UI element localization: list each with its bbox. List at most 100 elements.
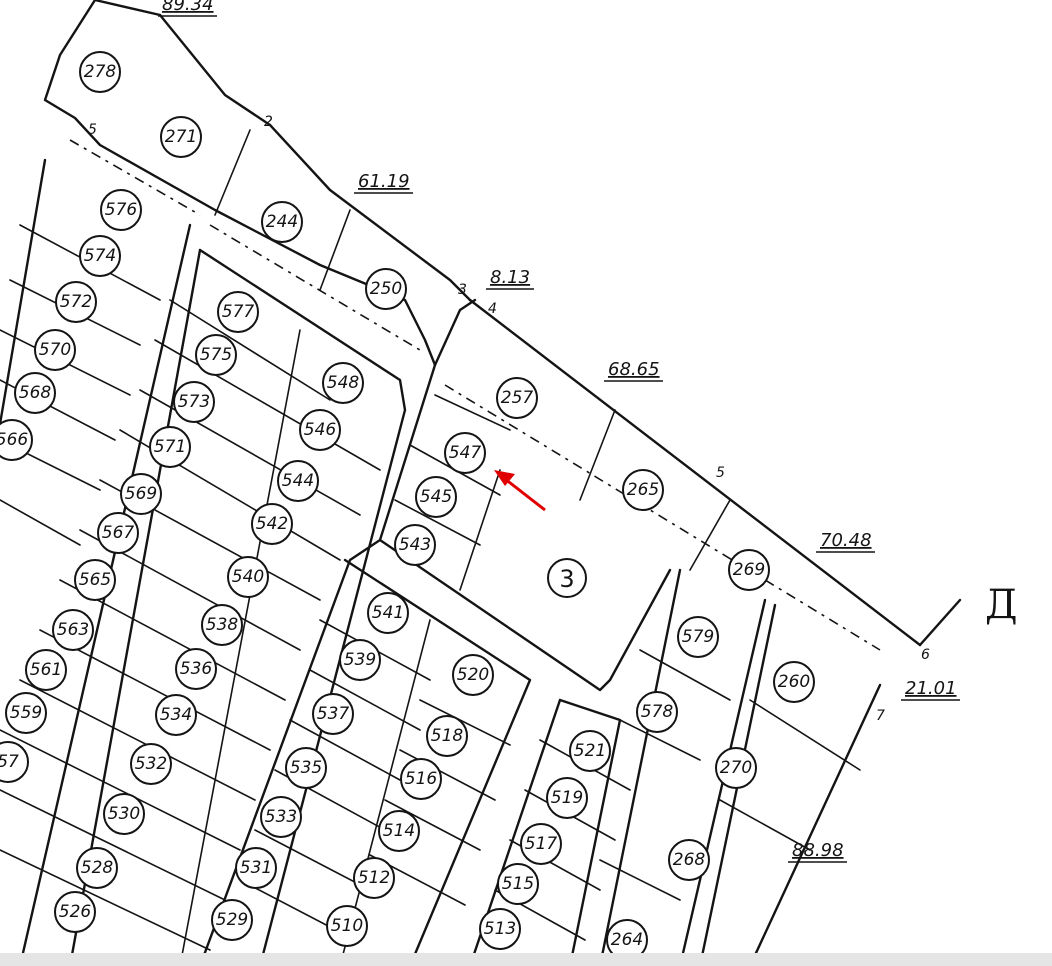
plot-number: 270 — [720, 758, 752, 778]
plot-marker: 510 — [326, 905, 368, 947]
vertex-label: 5 — [88, 122, 97, 138]
plot-circle — [285, 747, 327, 789]
plot-marker: 575 — [195, 334, 237, 376]
plot-circle — [251, 503, 293, 545]
plot-circle — [326, 905, 368, 947]
plot-number: 544 — [282, 471, 314, 491]
plot-number: 568 — [19, 383, 52, 403]
plot-marker: 540 — [227, 556, 269, 598]
plot-number: 526 — [59, 902, 92, 922]
plot-marker: 541 — [367, 592, 409, 634]
plot-marker: 268 — [668, 839, 710, 881]
plot-circle — [14, 372, 56, 414]
horizontal-scrollbar[interactable] — [0, 953, 1052, 966]
plot-number: 57 — [0, 752, 19, 772]
plot-number: 577 — [222, 302, 255, 322]
plot-circle — [367, 592, 409, 634]
plot-marker: 577 — [217, 291, 259, 333]
plot-circle — [217, 291, 259, 333]
plot-circle — [201, 604, 243, 646]
plot-number: 569 — [125, 484, 157, 504]
plot-number: 264 — [611, 930, 643, 950]
plot-circle — [715, 747, 757, 789]
plot-marker: 579 — [677, 616, 719, 658]
plot-number: 534 — [160, 705, 192, 725]
plot-number: 538 — [206, 615, 239, 635]
plot-number: 530 — [108, 804, 140, 824]
plot-circle — [299, 409, 341, 451]
map-letter: Д — [985, 582, 1018, 628]
plot-number: 518 — [431, 726, 464, 746]
plot-circle — [52, 609, 94, 651]
plot-marker: 265 — [622, 469, 664, 511]
vertex-label: 7 — [876, 708, 885, 724]
plot-circle — [668, 839, 710, 881]
plot-circle — [497, 863, 539, 905]
plot-circle — [277, 460, 319, 502]
plot-marker: 567 — [97, 512, 139, 554]
plot-marker: 568 — [14, 372, 56, 414]
plot-marker: 250 — [365, 268, 407, 310]
plot-marker: 572 — [55, 281, 97, 323]
plot-number: 535 — [290, 758, 322, 778]
plot-circle — [378, 810, 420, 852]
plot-marker: 517 — [520, 823, 562, 865]
plot-circle — [195, 334, 237, 376]
plot-number: 567 — [102, 523, 135, 543]
plot-number: 257 — [501, 388, 534, 408]
plot-marker: 529 — [211, 899, 253, 941]
plot-marker: 528 — [76, 847, 118, 889]
plot-marker: 546 — [299, 409, 341, 451]
plot-circle — [100, 189, 142, 231]
plot-marker: 566 — [0, 419, 33, 461]
plot-number: 516 — [405, 769, 438, 789]
plot-marker: 539 — [339, 639, 381, 681]
plot-marker: 569 — [120, 473, 162, 515]
plot-marker: 547 — [444, 432, 486, 474]
plot-number: 514 — [383, 821, 415, 841]
plot-number: 543 — [399, 535, 431, 555]
dimension-label: 68.65 — [608, 359, 660, 380]
plot-number: 576 — [105, 200, 138, 220]
plot-circle — [452, 654, 494, 696]
plot-circle — [54, 891, 96, 933]
plot-circle — [261, 201, 303, 243]
plot-number: 260 — [778, 672, 810, 692]
plot-number: 510 — [331, 916, 363, 936]
plot-marker: 244 — [261, 201, 303, 243]
plot-number: 537 — [317, 704, 350, 724]
plot-number: 539 — [344, 650, 376, 670]
plot-circle — [97, 512, 139, 554]
plot-number: 515 — [502, 874, 534, 894]
plot-marker: 531 — [235, 847, 277, 889]
plot-number: 244 — [266, 212, 298, 232]
plot-marker: 548 — [322, 362, 364, 404]
vertex-label: 3 — [458, 282, 467, 298]
plot-circle — [496, 377, 538, 419]
plot-marker: 532 — [130, 743, 172, 785]
plot-marker: 571 — [149, 426, 191, 468]
dimension-label: 61.19 — [358, 171, 410, 192]
plot-number: 541 — [372, 603, 404, 623]
plot-circle — [728, 549, 770, 591]
plot-circle — [160, 116, 202, 158]
plot-number: 513 — [484, 919, 516, 939]
plot-number: 521 — [574, 741, 606, 761]
plot-marker: 576 — [100, 189, 142, 231]
plot-marker: 57 — [0, 741, 29, 783]
plot-marker: 542 — [251, 503, 293, 545]
plot-marker: 520 — [452, 654, 494, 696]
dimension-label: 70.48 — [820, 530, 872, 551]
plot-circle — [103, 793, 145, 835]
block-number: 3 — [559, 565, 574, 593]
plot-marker: 512 — [353, 857, 395, 899]
plot-marker: 573 — [173, 381, 215, 423]
plot-circle — [120, 473, 162, 515]
plot-marker: 534 — [155, 694, 197, 736]
plot-circle — [74, 559, 116, 601]
plot-circle — [622, 469, 664, 511]
plot-circle — [260, 796, 302, 838]
plot-marker: 530 — [103, 793, 145, 835]
dimension-label: 8.13 — [490, 267, 530, 288]
